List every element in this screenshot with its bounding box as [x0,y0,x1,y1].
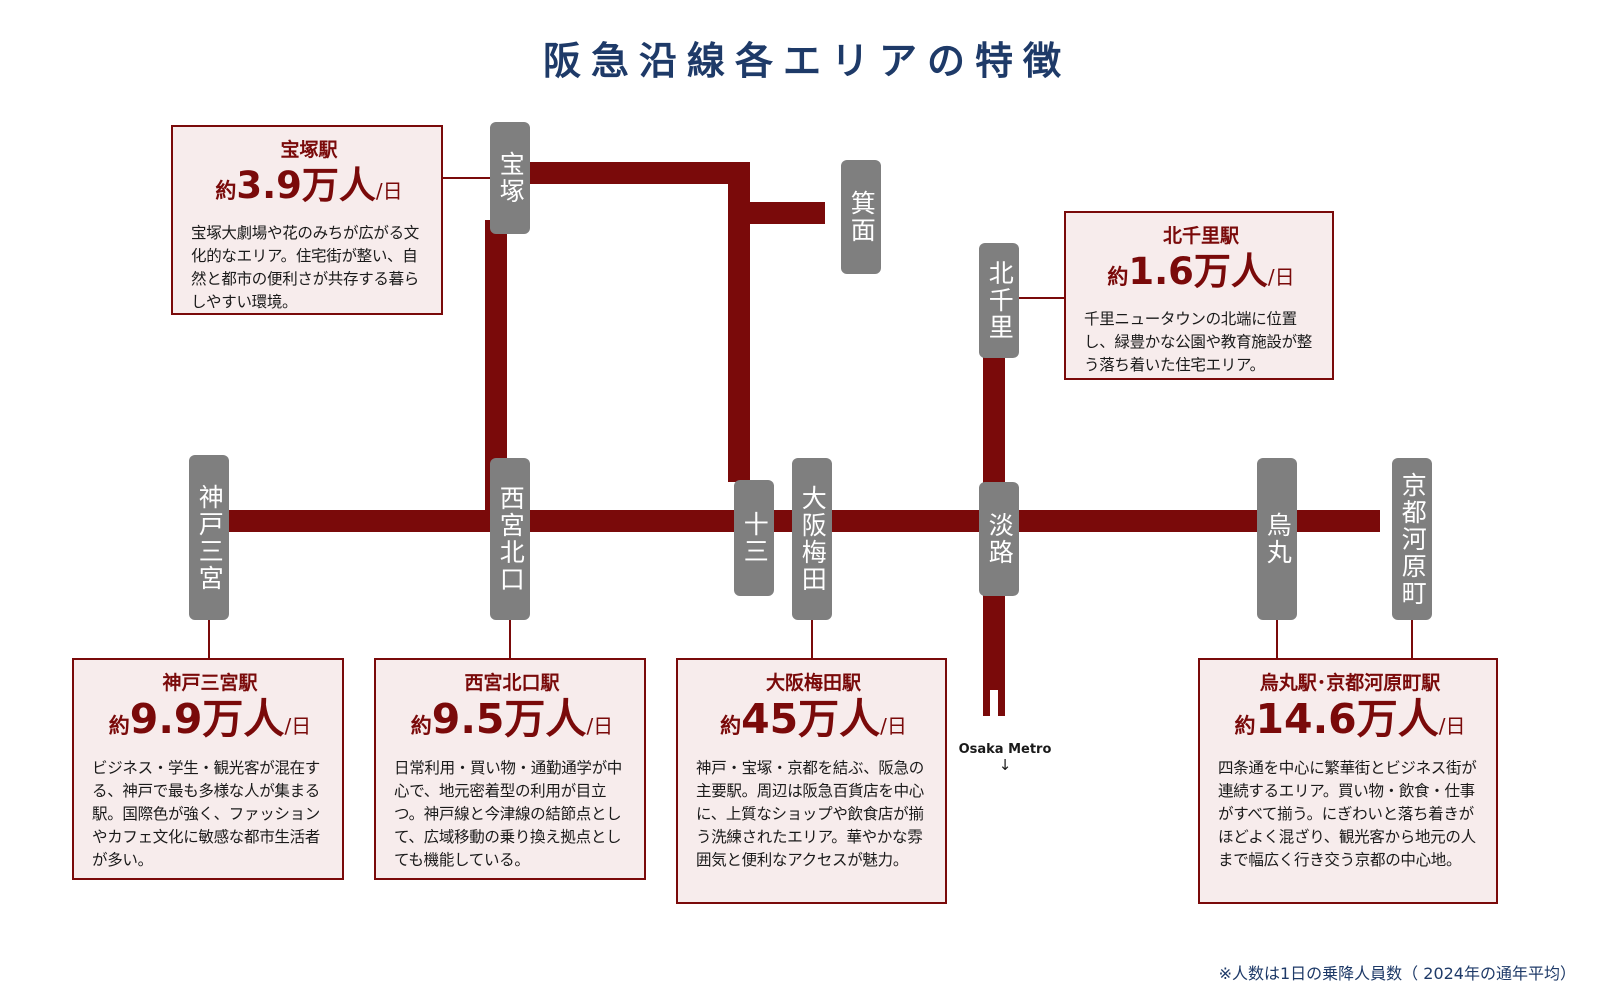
connector-kobe-sannomiya [208,620,210,658]
count-suffix: /日 [375,179,403,203]
box-description: 日常利用・買い物・通勤通学が中心で、地元密着型の利用が目立つ。神戸線と今津線の結… [394,759,623,869]
juso-line-vertical [728,162,750,482]
connector-osaka-umeda [811,620,813,658]
box-description: ビジネス・学生・観光客が混在する、神戸で最も多様な人が集まる駅。国際色が強く、フ… [92,759,321,869]
connector-karasuma [1276,620,1278,658]
count-suffix: /日 [880,714,907,738]
station-label: 京都河原町 [1398,471,1428,607]
station-takarazuka[interactable]: 宝塚 [490,122,530,234]
box-description: 千里ニュータウンの北端に位置し、緑豊かな公園や教育施設が整う落ち着いた住宅エリア… [1084,310,1313,374]
box-station-name: 神戸三宮駅 [162,672,258,694]
box-station-name: 烏丸駅･京都河原町駅 [1259,672,1441,694]
count-prefix: 約 [1107,265,1129,289]
box-passenger-count: 約9.5万人/日 [394,696,630,751]
takarazuka-line-top [515,162,750,184]
info-box-kitasenri: 北千里駅 約1.6万人/日 千里ニュータウンの北端に位置し、緑豊かな公園や教育施… [1064,211,1334,380]
count-prefix: 約 [108,714,130,738]
info-box-osaka-umeda: 大阪梅田駅 約45万人/日 神戸・宝塚・京都を結ぶ、阪急の主要駅。周辺は阪急百貨… [676,658,947,904]
station-kobe-sannomiya[interactable]: 神戸三宮 [189,455,229,620]
station-nishinomiya-kitaguchi[interactable]: 西宮北口 [490,458,530,620]
connector-kyoto-kawaramachi [1411,620,1413,658]
info-box-karasuma-kawaramachi: 烏丸駅･京都河原町駅 約14.6万人/日 四条通を中心に繁華街とビジネス街が連続… [1198,658,1498,904]
info-box-nishinomiya-kitaguchi: 西宮北口駅 約9.5万人/日 日常利用・買い物・通勤通学が中心で、地元密着型の利… [374,658,646,880]
minoo-branch-line [745,202,825,224]
count-suffix: /日 [1267,265,1295,289]
count-number: 1.6万人 [1128,250,1268,293]
station-label: 烏丸 [1263,512,1293,566]
footnote: ※人数は1日の乗降人員数（ 2024年の通年平均） [1218,964,1576,983]
count-prefix: 約 [1234,714,1256,738]
station-label: 大阪梅田 [798,485,828,593]
station-label: 北千里 [985,260,1015,341]
count-suffix: /日 [586,714,614,738]
box-station-name: 北千里駅 [1162,225,1239,247]
count-suffix: /日 [1438,714,1466,738]
connector-nishinomiya-kitaguchi [509,620,511,658]
arrow-down-icon: ↓ [998,756,1012,774]
box-description: 四条通を中心に繁華街とビジネス街が連続するエリア。買い物・飲食・仕事がすべて揃う… [1218,759,1477,869]
box-station-name: 西宮北口駅 [464,672,560,694]
kitasenri-line [983,350,1005,485]
station-label: 神戸三宮 [195,483,225,592]
box-passenger-count: 約45万人/日 [696,696,931,751]
metro-line-gap [990,690,998,720]
count-prefix: 約 [215,179,237,203]
station-label: 箕面 [847,190,877,244]
station-awaji[interactable]: 淡路 [979,482,1019,596]
station-minoo[interactable]: 箕面 [841,160,881,274]
box-passenger-count: 約14.6万人/日 [1218,696,1482,751]
count-prefix: 約 [720,714,742,738]
box-passenger-count: 約9.9万人/日 [92,696,328,751]
station-label: 十三 [740,511,770,565]
count-prefix: 約 [410,714,432,738]
station-karasuma[interactable]: 烏丸 [1257,458,1297,620]
count-number: 45万人 [741,695,881,743]
connector-takarazuka [443,177,490,179]
station-juso[interactable]: 十三 [734,480,774,596]
box-description: 神戸・宝塚・京都を結ぶ、阪急の主要駅。周辺は阪急百貨店を中心に、上質なショップや… [696,759,925,869]
info-box-kobe-sannomiya: 神戸三宮駅 約9.9万人/日 ビジネス・学生・観光客が混在する、神戸で最も多様な… [72,658,344,880]
station-label: 西宮北口 [496,485,526,593]
count-number: 9.9万人 [129,695,285,743]
station-kitasenri[interactable]: 北千里 [979,243,1019,358]
box-station-name: 大阪梅田駅 [765,672,861,694]
count-suffix: /日 [284,714,312,738]
page-title: 阪急沿線各エリアの特徴 [542,39,1071,83]
box-description: 宝塚大劇場や花のみちが広がる文化的なエリア。住宅街が整い、自然と都市の便利さが共… [191,224,420,311]
connector-kitasenri [1019,297,1064,299]
count-number: 3.9万人 [236,164,376,207]
count-number: 9.5万人 [431,695,587,743]
info-box-takarazuka: 宝塚駅 約3.9万人/日 宝塚大劇場や花のみちが広がる文化的なエリア。住宅街が整… [171,125,443,315]
station-kyoto-kawaramachi[interactable]: 京都河原町 [1392,458,1432,620]
metro-line [983,590,1005,716]
osaka-metro-label: Osaka Metro [958,742,1052,757]
count-number: 14.6万人 [1255,695,1439,743]
box-station-name: 宝塚駅 [280,139,338,161]
station-osaka-umeda[interactable]: 大阪梅田 [792,458,832,620]
takarazuka-line-vertical [485,220,507,515]
box-passenger-count: 約3.9万人/日 [191,163,427,216]
box-passenger-count: 約1.6万人/日 [1084,249,1318,302]
station-label: 宝塚 [496,151,526,205]
station-label: 淡路 [985,512,1015,566]
